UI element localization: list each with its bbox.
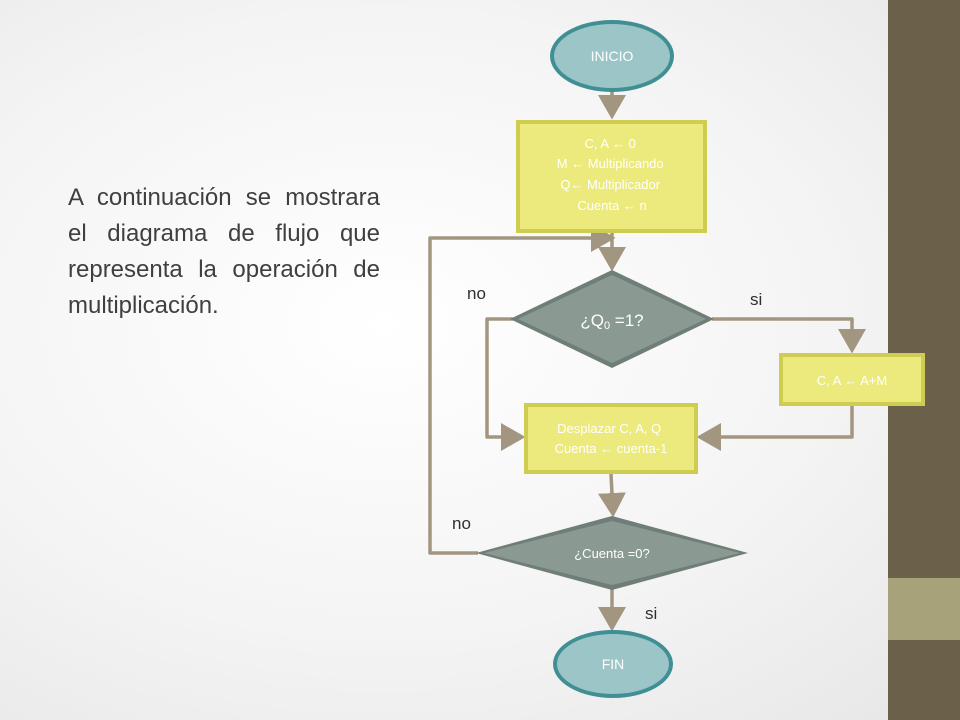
edge-shift-to-count [597, 473, 626, 518]
init-line-4: Cuenta ← n [577, 198, 646, 213]
end-terminal: FIN [553, 630, 673, 698]
start-terminal: INICIO [550, 20, 674, 92]
add-process-box: C, A ← A+M [779, 353, 925, 406]
connectors [428, 90, 866, 632]
svg-text:C, A ← 0 M ← Multiplican: C, A ← 0 M ← Multiplicando Q← Multiplica… [557, 136, 668, 213]
shift-line-2: Cuenta ← cuenta-1 [555, 441, 668, 456]
edge-q0-yes [712, 317, 866, 354]
decision-q0: ¿Q0 =1? [510, 270, 714, 368]
init-process-box: C, A ← 0 M ← Multiplicando Q← Multiplica… [516, 120, 707, 233]
edge-count-no-loop [428, 224, 616, 555]
intro-paragraph: A continuación se mostrara el diagrama d… [68, 184, 380, 319]
init-line-1: C, A ← 0 [585, 136, 636, 151]
shift-line-1: Desplazar C, A, Q [557, 421, 661, 436]
init-line-2: M ← Multiplicando [557, 156, 664, 171]
decision-q0-label: ¿Q0 =1? [580, 311, 643, 332]
edge-label-q0-si: si [750, 290, 762, 309]
start-label: INICIO [591, 48, 634, 64]
sidebar-accent-band [888, 578, 960, 640]
svg-text:Desplazar C, A, Q Cuenta: Desplazar C, A, Q Cuenta ← cuenta-1 [555, 421, 668, 456]
add-box-label: C, A ← A+M [817, 373, 887, 388]
edge-label-count-no: no [452, 514, 471, 533]
init-line-3: Q← Multiplicador [560, 177, 660, 192]
edge-add-to-shift [696, 405, 854, 451]
edge-q0-no [485, 317, 526, 451]
edge-label-q0-no: no [467, 284, 486, 303]
decision-count-label: ¿Cuenta =0? [574, 546, 650, 561]
shift-process-box: Desplazar C, A, Q Cuenta ← cuenta-1 [524, 403, 698, 474]
edge-label-count-si: si [645, 604, 657, 623]
decision-count: ¿Cuenta =0? [476, 516, 748, 590]
end-label: FIN [602, 656, 625, 672]
